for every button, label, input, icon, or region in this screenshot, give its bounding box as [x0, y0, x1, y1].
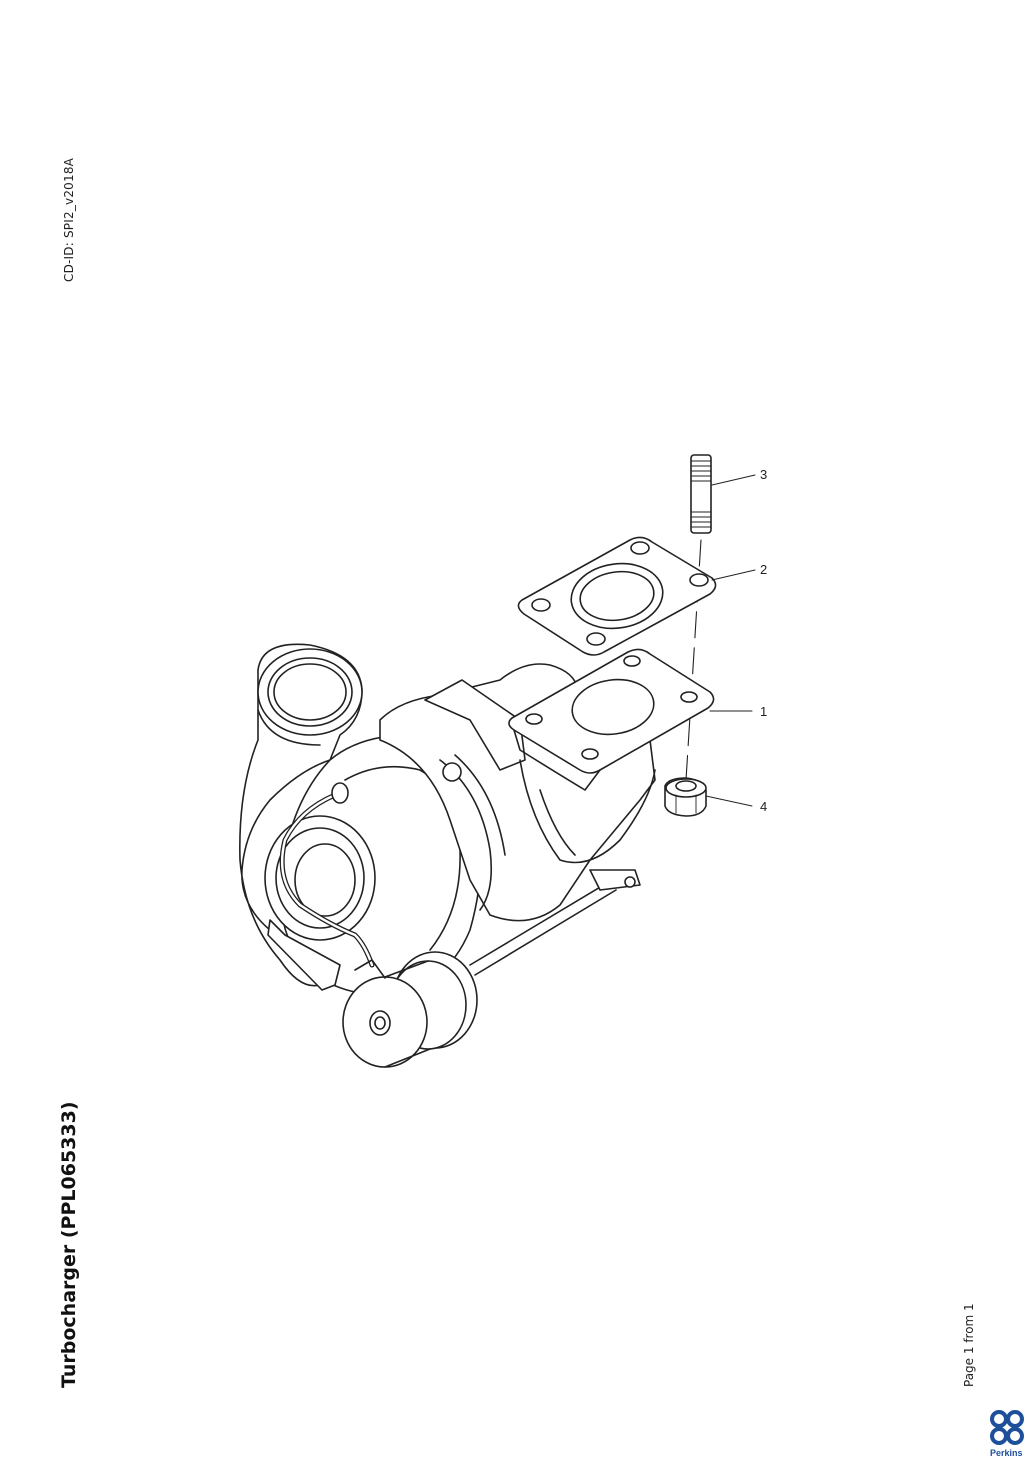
callout-2: 2	[711, 562, 767, 581]
gasket-part	[517, 536, 717, 656]
flange-nut-part	[664, 777, 707, 817]
callout-label-4: 4	[760, 799, 767, 814]
callout-label-1: 1	[760, 704, 767, 719]
callout-label-3: 3	[760, 467, 767, 482]
stud-part	[690, 454, 712, 534]
callout-3: 3	[711, 467, 767, 486]
turbocharger-body	[239, 643, 715, 1068]
callout-label-2: 2	[760, 562, 767, 577]
perkins-logo-icon	[990, 1410, 1024, 1445]
callout-4: 4	[705, 795, 767, 814]
logo-wordmark: Perkins	[990, 1448, 1023, 1458]
callout-1: 1	[709, 704, 767, 719]
